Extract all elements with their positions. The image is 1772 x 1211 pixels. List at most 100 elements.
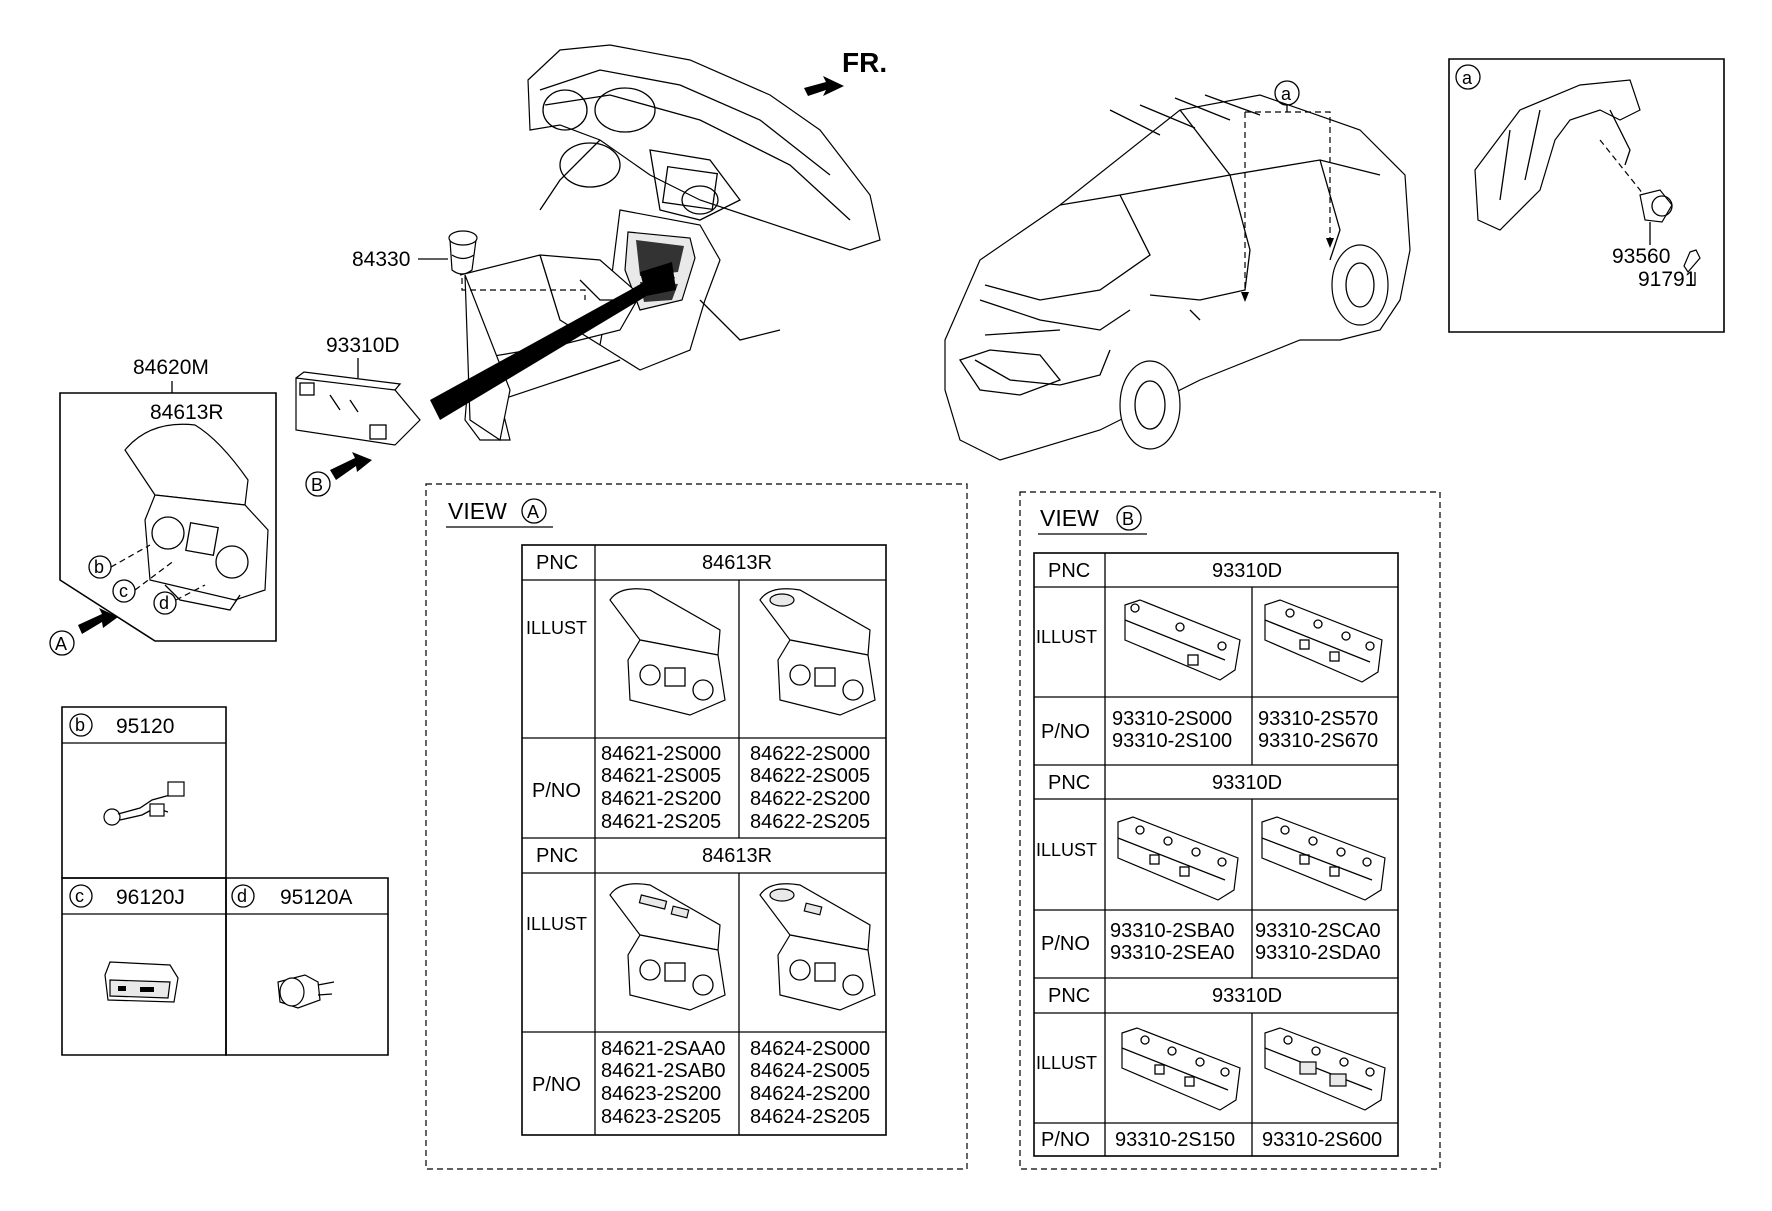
view-b-g2-pno-label: P/NO [1041,933,1090,955]
view-a-g2-pno-r0[interactable]: 84624-2S000 [750,1038,870,1060]
view-b-g3-pno-r0[interactable]: 93310-2S600 [1262,1129,1382,1151]
view-a-g1-pno-r0[interactable]: 84622-2S000 [750,743,870,765]
box-c-part[interactable]: 96120J [116,886,185,909]
marker-a-detail: a [1462,68,1473,88]
callout-93310D: 93310D [326,334,400,357]
view-b-illust-switch [1264,599,1383,683]
usb-aux-socket-icon [104,961,179,1003]
box-d-part[interactable]: 95120A [280,886,352,909]
view-b-g2-pnc-label: PNC [1048,772,1090,794]
view-b-g3-pno-l0[interactable]: 93310-2S150 [1115,1129,1235,1151]
part-93310D[interactable]: 93310D B [295,334,421,497]
view-a-illust-cover [609,883,726,1011]
view-a-g2-pno-r3[interactable]: 84624-2S205 [750,1106,870,1128]
power-outlet-icon [277,974,335,1009]
view-a-g1-pnc: 84613R [702,552,772,574]
dashboard-illustration [430,44,881,441]
callout-84620M: 84620M [133,356,209,379]
marker-a-vehicle: a [1281,84,1292,104]
view-a-g1-pno-label: P/NO [532,780,581,802]
view-a-illust-cover [609,588,726,716]
view-a-g1-pno-r2[interactable]: 84622-2S200 [750,788,870,810]
view-b-illust-switch [1117,816,1239,901]
view-b-g2-pno-r0[interactable]: 93310-2SCA0 [1255,920,1381,942]
solid-arrow-icon [330,452,372,480]
box-d-letter: d [237,886,247,906]
detail-box-a: a 93560 91791 [1448,58,1725,333]
view-b-g1-pno-label: P/NO [1041,721,1090,743]
view-b-g1-pno-r1[interactable]: 93310-2S670 [1258,730,1378,752]
view-b-g3-illust-label: ILLUST [1036,1053,1097,1073]
svg-text:A: A [55,634,67,654]
small-parts-boxes: b 95120 c 96120J d 95120A [61,706,389,1056]
view-b-marker [305,471,331,497]
view-a-g2-pno-l1[interactable]: 84621-2SAB0 [601,1060,726,1082]
marker-d: d [159,593,169,613]
vehicle-illustration: a [944,80,1411,461]
view-b-panel: VIEW B PNC 93310D ILLUST P/NO 93310-2S00… [1019,491,1441,1170]
view-a-g2-illust-label: ILLUST [526,914,587,934]
view-a-illust-cover [759,883,876,1011]
view-b-title-marker: B [1122,509,1134,529]
view-a-title-marker: A [527,502,539,522]
view-a-g2-pnc: 84613R [702,845,772,867]
view-b-g3-pnc-label: PNC [1048,985,1090,1007]
view-b-g1-pno-r0[interactable]: 93310-2S570 [1258,708,1378,730]
view-b-illust-switch [1264,1027,1386,1111]
front-label: FR. [842,47,887,78]
callout-93560[interactable]: 93560 [1612,245,1670,268]
marker-b: b [94,557,104,577]
solid-arrow-icon [78,608,118,634]
view-b-g3-pno-label: P/NO [1041,1129,1090,1151]
callout-84613R: 84613R [150,401,224,424]
view-a-marker [49,630,75,656]
marker-c: c [119,581,128,601]
view-a-g1-pno-l2[interactable]: 84621-2S200 [601,788,721,810]
front-direction-indicator: FR. [804,47,887,96]
view-a-g2-pno-l2[interactable]: 84623-2S200 [601,1083,721,1105]
box-b-letter: b [75,715,85,735]
view-a-illust-cover [759,588,876,716]
view-b-g2-pno-l0[interactable]: 93310-2SBA0 [1110,920,1235,942]
box-b-part[interactable]: 95120 [116,715,174,738]
view-b-illust-switch [1124,599,1241,681]
view-b-illust-switch [1121,1027,1241,1111]
view-a-title: VIEW [448,498,507,524]
view-a-g2-pno-l0[interactable]: 84621-2SAA0 [601,1038,726,1060]
callout-84330: 84330 [352,248,410,271]
view-a-g2-pno-label: P/NO [532,1074,581,1096]
view-a-panel: VIEW A PNC 84613R ILLUST P/NO 84621-2S00… [425,483,968,1170]
view-a-g1-pno-l3[interactable]: 84621-2S205 [601,811,721,833]
solid-arrow-icon [804,76,844,96]
view-b-g2-pnc: 93310D [1212,772,1282,794]
part-84330[interactable]: 84330 [352,230,586,300]
view-a-g2-pno-r2[interactable]: 84624-2S200 [750,1083,870,1105]
view-a-table: PNC 84613R ILLUST P/NO 84621-2S000 84621… [521,544,887,1136]
view-a-g2-pno-r1[interactable]: 84624-2S005 [750,1060,870,1082]
view-a-g1-pnc-label: PNC [536,552,578,574]
view-a-g2-pno-l3[interactable]: 84623-2S205 [601,1106,721,1128]
view-a-g1-illust-label: ILLUST [526,618,587,638]
view-a-g1-pno-r3[interactable]: 84622-2S205 [750,811,870,833]
callout-91791[interactable]: 91791 [1638,268,1696,291]
wiring-harness-icon [103,781,185,826]
view-a-g2-pnc-label: PNC [536,845,578,867]
view-b-g1-pno-l1[interactable]: 93310-2S100 [1112,730,1232,752]
view-b-g1-pnc-label: PNC [1048,560,1090,582]
view-a-g1-pno-l0[interactable]: 84621-2S000 [601,743,721,765]
view-a-g1-pno-r1[interactable]: 84622-2S005 [750,765,870,787]
view-b-g1-pno-l0[interactable]: 93310-2S000 [1112,708,1232,730]
view-b-g1-illust-label: ILLUST [1036,627,1097,647]
view-b-g3-pnc: 93310D [1212,985,1282,1007]
part-84620M-group[interactable]: 84620M 84613R b c d A [49,356,277,656]
svg-text:B: B [311,475,323,495]
view-b-g1-pnc: 93310D [1212,560,1282,582]
view-b-table: PNC 93310D ILLUST P/NO 93310-2S000 93310… [1033,552,1399,1157]
view-b-g2-pno-l1[interactable]: 93310-2SEA0 [1110,942,1235,964]
view-b-g2-pno-r1[interactable]: 93310-2SDA0 [1255,942,1381,964]
view-a-g1-pno-l1[interactable]: 84621-2S005 [601,765,721,787]
view-b-illust-switch [1261,816,1386,901]
box-c-letter: c [75,886,84,906]
view-b-g2-illust-label: ILLUST [1036,840,1097,860]
